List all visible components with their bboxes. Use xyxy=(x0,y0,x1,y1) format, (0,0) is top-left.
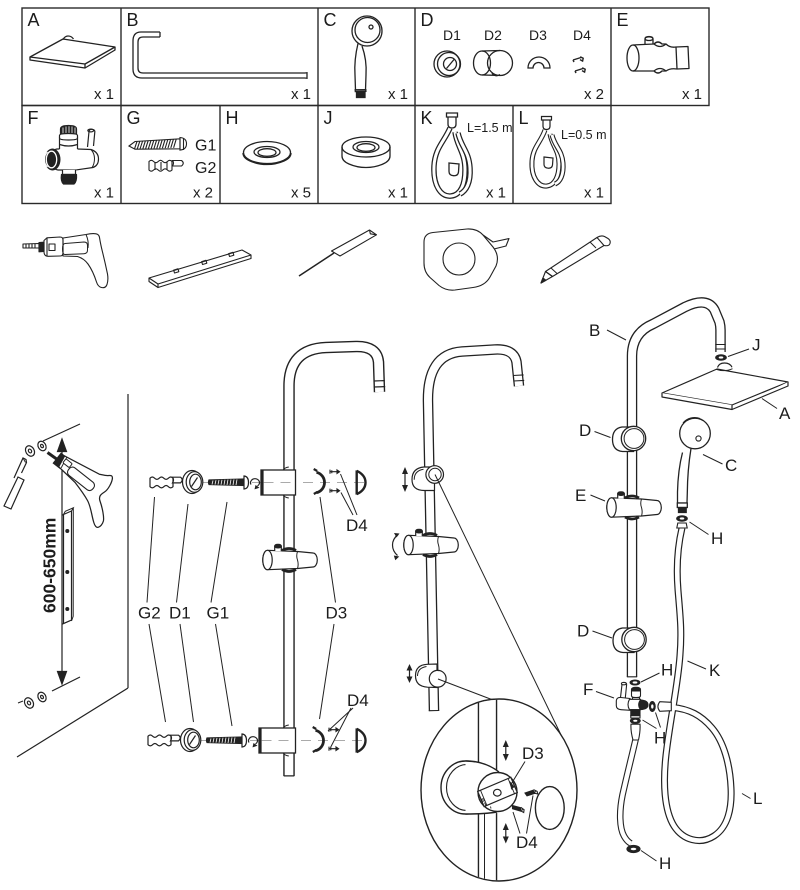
svg-text:H: H xyxy=(226,108,239,128)
svg-text:G: G xyxy=(127,108,141,128)
svg-text:J: J xyxy=(752,336,761,355)
svg-text:H: H xyxy=(659,854,671,873)
svg-text:x 1: x 1 xyxy=(682,86,702,103)
svg-text:K: K xyxy=(709,661,721,680)
svg-text:G1: G1 xyxy=(207,604,230,623)
svg-text:x 1: x 1 xyxy=(388,86,408,103)
svg-text:G1: G1 xyxy=(195,138,216,155)
svg-text:A: A xyxy=(28,10,40,30)
svg-text:G2: G2 xyxy=(138,604,161,623)
svg-text:L: L xyxy=(753,789,762,808)
svg-text:x 1: x 1 xyxy=(94,86,114,103)
svg-text:D: D xyxy=(577,622,589,641)
svg-text:D4: D4 xyxy=(573,27,591,43)
svg-text:G2: G2 xyxy=(195,160,216,177)
svg-text:H: H xyxy=(711,529,723,548)
svg-text:x 2: x 2 xyxy=(584,86,604,103)
svg-text:L=1.5 m: L=1.5 m xyxy=(467,121,513,135)
svg-text:x 1: x 1 xyxy=(584,185,604,202)
svg-text:D3: D3 xyxy=(326,604,348,623)
svg-text:D4: D4 xyxy=(516,833,538,852)
svg-text:A: A xyxy=(779,404,791,423)
svg-text:C: C xyxy=(324,10,337,30)
svg-text:x 1: x 1 xyxy=(486,185,506,202)
svg-text:x 5: x 5 xyxy=(291,185,311,202)
svg-text:D4: D4 xyxy=(346,516,368,535)
svg-text:E: E xyxy=(617,10,629,30)
svg-text:x 1: x 1 xyxy=(291,86,311,103)
svg-text:C: C xyxy=(725,456,737,475)
svg-text:x 2: x 2 xyxy=(193,185,213,202)
svg-text:D1: D1 xyxy=(169,604,191,623)
svg-text:L=0.5 m: L=0.5 m xyxy=(561,128,607,142)
svg-text:E: E xyxy=(575,486,586,505)
svg-text:D3: D3 xyxy=(529,27,547,43)
svg-text:L: L xyxy=(519,108,529,128)
svg-text:D3: D3 xyxy=(522,744,544,763)
svg-text:B: B xyxy=(127,10,139,30)
svg-text:x 1: x 1 xyxy=(94,185,114,202)
svg-text:J: J xyxy=(324,108,333,128)
svg-text:H: H xyxy=(654,729,666,748)
svg-text:K: K xyxy=(421,108,433,128)
svg-text:F: F xyxy=(583,680,593,699)
svg-text:H: H xyxy=(661,661,673,680)
svg-text:D: D xyxy=(579,421,591,440)
svg-text:F: F xyxy=(28,108,39,128)
svg-text:B: B xyxy=(589,321,600,340)
svg-text:x 1: x 1 xyxy=(388,185,408,202)
svg-text:D4: D4 xyxy=(347,691,369,710)
svg-text:600-650mm: 600-650mm xyxy=(40,518,60,613)
svg-text:D: D xyxy=(421,10,434,30)
svg-text:D2: D2 xyxy=(484,27,502,43)
svg-text:D1: D1 xyxy=(443,27,461,43)
